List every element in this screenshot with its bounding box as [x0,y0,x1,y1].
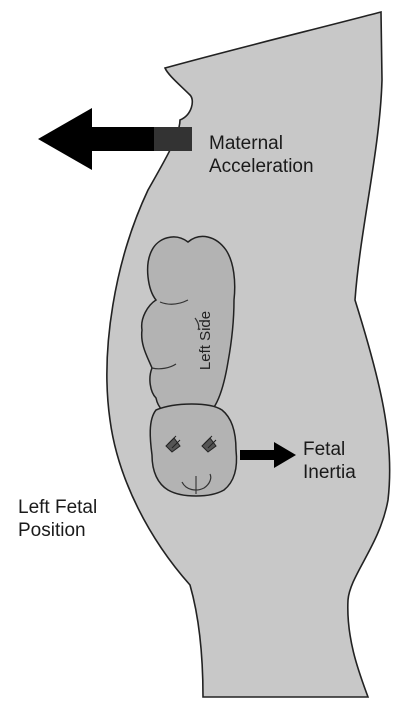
fetal-inertia-label-line2: Inertia [303,461,356,484]
maternal-acceleration-label: Maternal Acceleration [209,132,314,178]
fetus-head [150,404,236,496]
left-side-label: Left Side [197,311,214,370]
left-fetal-position-label-line1: Left Fetal [18,496,97,519]
maternal-acceleration-label-line2: Acceleration [209,155,314,178]
maternal-acceleration-label-line1: Maternal [209,132,314,155]
fetus-body [142,236,235,418]
left-fetal-position-label: Left Fetal Position [18,496,97,542]
fetal-inertia-label: Fetal Inertia [303,438,356,484]
fetal-inertia-label-line1: Fetal [303,438,356,461]
left-fetal-position-label-line2: Position [18,519,97,542]
